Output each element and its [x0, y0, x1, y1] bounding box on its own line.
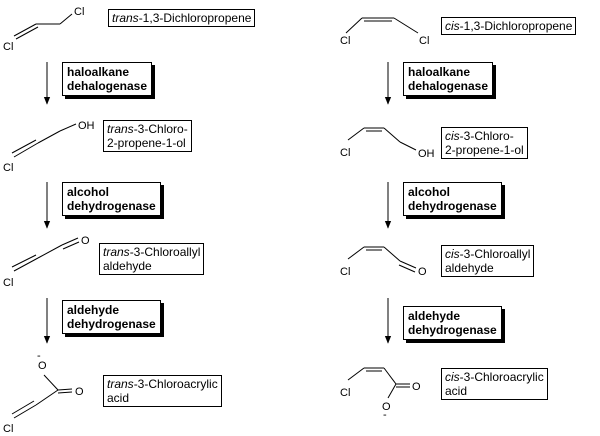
hydroxyl-label: OH	[78, 120, 95, 132]
enzyme-box: haloalkane dehalogenase	[62, 62, 153, 96]
chlorine-label: Cl	[74, 6, 84, 18]
compound-name-box: cis-3-Chloroacrylic acid	[441, 368, 548, 400]
compound-name: -3-Chloroacrylic	[133, 377, 218, 391]
trans-chloropropenol-structure	[11, 123, 77, 158]
compound-name-line2: aldehyde	[445, 261, 494, 275]
compound-name: -3-Chloroallyl	[129, 245, 201, 259]
enzyme-name: haloalkane	[408, 65, 471, 79]
compound-name-box: trans-3-Chloroallyl aldehyde	[99, 243, 205, 275]
compound-name-line2: 2-propene-1-ol	[107, 136, 186, 150]
isomer-prefix: cis	[445, 247, 460, 261]
trans-chloroallyl-aldehyde-structure	[11, 237, 80, 272]
trans-chloroacrylic-acid-structure	[11, 374, 73, 419]
compound-name-box: trans-3-Chloro- 2-propene-1-ol	[103, 120, 192, 152]
compound-name-box: trans-1,3-Dichloropropene	[108, 9, 256, 27]
isomer-prefix: trans	[107, 122, 134, 136]
oxygen-label: O	[38, 360, 47, 372]
isomer-prefix: cis	[445, 129, 460, 143]
oxygen-label: O	[412, 381, 421, 393]
oxygen-label: O	[418, 266, 427, 278]
enzyme-box: aldehyde dehydrogenase	[62, 300, 161, 334]
compound-name-line2: acid	[445, 384, 468, 398]
enzyme-name: alcohol	[408, 185, 451, 199]
oxygen-label: O	[75, 386, 84, 398]
chlorine-label: Cl	[340, 387, 350, 399]
chlorine-label: Cl	[340, 266, 350, 278]
isomer-prefix: trans	[107, 377, 134, 391]
enzyme-name-line2: dehydrogenase	[67, 317, 156, 331]
chlorine-label: Cl	[340, 147, 350, 159]
compound-name: -1,3-Dichloropropene	[459, 19, 573, 33]
cis-dichloropropene-structure	[345, 17, 419, 34]
cis-chloroallyl-aldehyde-structure	[347, 246, 417, 273]
enzyme-name-line2: dehydrogenase	[67, 199, 156, 213]
chlorine-label: Cl	[340, 35, 350, 47]
chlorine-label: Cl	[419, 35, 429, 47]
compound-name-line2: acid	[107, 391, 130, 405]
enzyme-name-line2: dehydrogenase	[408, 323, 497, 337]
chlorine-label: Cl	[3, 162, 13, 174]
isomer-prefix: trans	[103, 245, 130, 259]
compound-name-box: cis-1,3-Dichloropropene	[441, 17, 577, 35]
trans-dichloropropene-structure	[13, 13, 73, 40]
enzyme-name-line2: dehydrogenase	[408, 199, 497, 213]
enzyme-name: alcohol	[67, 185, 110, 199]
compound-name-line2: aldehyde	[103, 259, 152, 273]
chlorine-label: Cl	[3, 423, 13, 435]
enzyme-box: alcohol dehydrogenase	[62, 182, 161, 216]
isomer-prefix: cis	[445, 19, 460, 33]
isomer-prefix: trans	[112, 11, 139, 25]
hydroxyl-label: OH	[418, 148, 435, 160]
compound-name: -3-Chloroacrylic	[459, 370, 544, 384]
enzyme-name: aldehyde	[408, 309, 461, 323]
isomer-prefix: cis	[445, 370, 460, 384]
enzyme-box: alcohol dehydrogenase	[403, 182, 502, 216]
enzyme-name-line2: dehalogenase	[67, 79, 148, 93]
compound-name: -3-Chloroallyl	[459, 247, 531, 261]
compound-name: -3-Chloro-	[459, 129, 514, 143]
oxygen-label: O	[382, 401, 391, 413]
compound-name-box: trans-3-Chloroacrylic acid	[103, 375, 222, 407]
compound-name: -3-Chloro-	[133, 122, 188, 136]
charge-label: -	[383, 409, 387, 421]
compound-name: -1,3-Dichloropropene	[138, 11, 252, 25]
cis-chloropropenol-structure	[347, 127, 417, 151]
enzyme-name-line2: dehalogenase	[408, 79, 489, 93]
cis-chloroacrylic-acid-structure	[347, 367, 410, 399]
charge-label: -	[37, 350, 41, 362]
enzyme-name: haloalkane	[67, 65, 130, 79]
compound-name-box: cis-3-Chloroallyl aldehyde	[441, 245, 535, 277]
compound-name-line2: 2-propene-1-ol	[445, 143, 524, 157]
compound-name-box: cis-3-Chloro- 2-propene-1-ol	[441, 127, 528, 159]
chlorine-label: Cl	[3, 41, 13, 53]
oxygen-label: O	[81, 235, 90, 247]
enzyme-box: haloalkane dehalogenase	[403, 62, 494, 96]
enzyme-name: aldehyde	[67, 303, 120, 317]
enzyme-box: aldehyde dehydrogenase	[403, 306, 502, 340]
chlorine-label: Cl	[3, 277, 13, 289]
